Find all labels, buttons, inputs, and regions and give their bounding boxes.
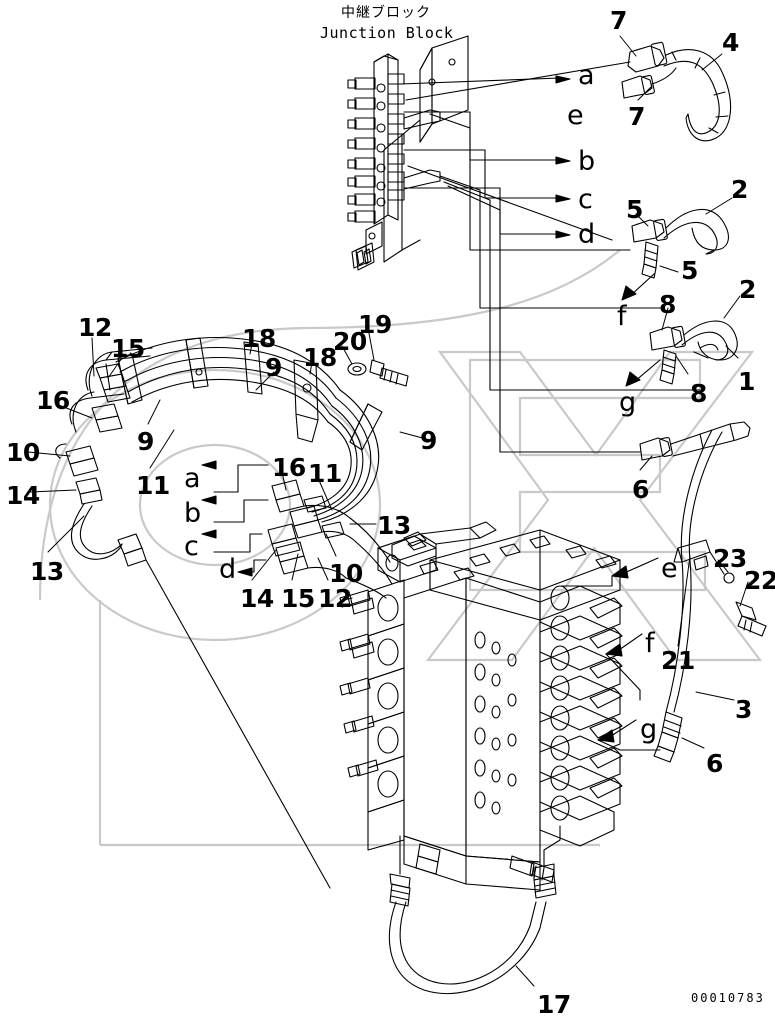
port-letter-d: d bbox=[219, 554, 237, 585]
callout-number-18: 18 bbox=[303, 343, 337, 372]
callout-number-6: 6 bbox=[632, 475, 649, 504]
port-letter-c: c bbox=[184, 531, 199, 562]
port-letter-g: g bbox=[619, 387, 637, 418]
port-letter-b: b bbox=[184, 498, 202, 529]
callout-number-9: 9 bbox=[265, 353, 282, 382]
callout-number-8: 8 bbox=[690, 379, 707, 408]
callout-number-6: 6 bbox=[706, 749, 723, 778]
callout-number-12: 12 bbox=[318, 584, 352, 613]
callout-number-5: 5 bbox=[626, 195, 643, 224]
callout-number-12: 12 bbox=[78, 313, 112, 342]
port-letter-b: b bbox=[578, 146, 596, 177]
callout-number-22: 22 bbox=[744, 566, 775, 595]
upper-arch-tubes bbox=[115, 336, 409, 443]
callout-number-13: 13 bbox=[377, 511, 411, 540]
callout-number-20: 20 bbox=[333, 327, 367, 356]
callout-leaders bbox=[27, 35, 749, 987]
valve-spool-sections-left bbox=[367, 579, 405, 851]
port-letter-e: e bbox=[661, 553, 678, 584]
port-letter-f: f bbox=[617, 301, 627, 332]
callout-number-14: 14 bbox=[6, 481, 40, 510]
hose-17 bbox=[388, 825, 561, 995]
port-letter-c: c bbox=[578, 184, 593, 215]
valve-misc-fittings bbox=[343, 561, 439, 778]
valve-hole-pattern bbox=[474, 631, 517, 815]
callout-number-7: 7 bbox=[628, 102, 645, 131]
callout-number-3: 3 bbox=[735, 695, 752, 724]
valve-port-leaders-right bbox=[561, 273, 661, 751]
callout-number-18: 18 bbox=[242, 324, 276, 353]
tube-6-upper bbox=[639, 421, 751, 461]
callout-number-9: 9 bbox=[420, 426, 437, 455]
control-valve-block bbox=[339, 521, 623, 891]
callout-number-2: 2 bbox=[739, 275, 756, 304]
port-letter-g: g bbox=[640, 714, 658, 745]
callout-number-15: 15 bbox=[281, 584, 315, 613]
valve-port-leaders-left bbox=[201, 460, 269, 577]
callout-number-13: 13 bbox=[30, 557, 64, 586]
callout-number-10: 10 bbox=[6, 438, 40, 467]
callout-number-1: 1 bbox=[738, 367, 755, 396]
port-letter-f: f bbox=[645, 628, 655, 659]
valve-left-ports bbox=[339, 589, 375, 696]
callout-number-11: 11 bbox=[308, 459, 342, 488]
callout-number-16: 16 bbox=[36, 386, 70, 415]
callout-number-8: 8 bbox=[659, 290, 676, 319]
callout-number-7: 7 bbox=[610, 6, 627, 35]
callout-number-11: 11 bbox=[136, 471, 170, 500]
watermark-oex bbox=[38, 249, 763, 847]
hose-3 bbox=[653, 429, 767, 763]
port-letter-a: a bbox=[184, 463, 201, 494]
junction-block-ports bbox=[347, 73, 405, 223]
port-letter-d: d bbox=[578, 219, 596, 250]
valve-right-ports bbox=[550, 585, 623, 821]
drawing-number: 00010783 bbox=[691, 991, 765, 1005]
callout-number-2: 2 bbox=[731, 175, 748, 204]
junction-leader-lines bbox=[399, 61, 701, 453]
junction-block-title-en: Junction Block bbox=[320, 24, 454, 42]
callout-number-19: 19 bbox=[358, 310, 392, 339]
callout-number-5: 5 bbox=[681, 256, 698, 285]
callout-number-4: 4 bbox=[722, 28, 739, 57]
callout-number-15: 15 bbox=[111, 334, 145, 363]
hose-1 bbox=[649, 320, 738, 385]
callout-number-10: 10 bbox=[329, 559, 363, 588]
callout-number-14: 14 bbox=[240, 584, 274, 613]
junction-block-title-jp: 中継ブロック bbox=[341, 5, 431, 21]
hose-4 bbox=[621, 41, 732, 142]
right-descending-bundle bbox=[307, 389, 383, 523]
cluster-to-valve-lines bbox=[145, 517, 393, 889]
valve-spool-sections-right bbox=[539, 585, 621, 847]
callout-number-16: 16 bbox=[272, 453, 306, 482]
junction-block-assembly bbox=[347, 35, 469, 271]
mid-fitting-cluster bbox=[267, 479, 357, 579]
callout-number-21: 21 bbox=[661, 646, 695, 675]
callout-number-9: 9 bbox=[137, 427, 154, 456]
callout-number-23: 23 bbox=[713, 544, 747, 573]
hose-2-upper bbox=[631, 208, 729, 279]
callout-number-17: 17 bbox=[537, 990, 571, 1018]
port-letter-a: a bbox=[578, 60, 595, 91]
port-letter-e: e bbox=[567, 100, 584, 131]
left-tube-bundle bbox=[55, 347, 153, 567]
